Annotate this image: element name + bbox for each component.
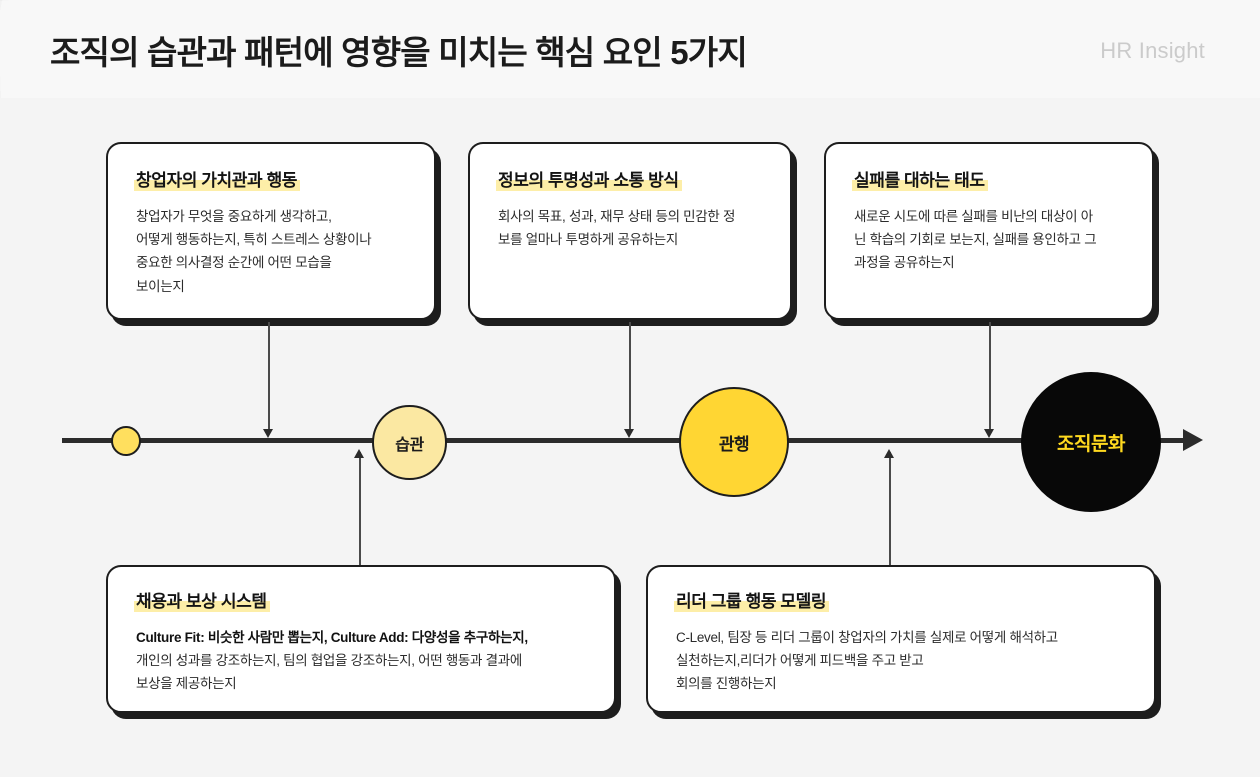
timeline-node-habit[interactable]: 습관 bbox=[372, 405, 447, 480]
card-body-line: 닌 학습의 기회로 보는지, 실패를 용인하고 그 bbox=[854, 232, 1097, 248]
card-body: 창업자가 무엇을 중요하게 생각하고, 어떻게 행동하는지, 특히 스트레스 상… bbox=[136, 205, 410, 298]
card-title: 리더 그룹 행동 모델링 bbox=[673, 587, 830, 612]
card-body-line: 어떻게 행동하는지, 특히 스트레스 상황이나 bbox=[136, 232, 372, 248]
arrow-down-icon bbox=[984, 429, 994, 438]
card-body-line: 보이는지 bbox=[136, 278, 185, 294]
card-body-line: Culture Fit: 비슷한 사람만 뽑는지, Culture Add: 다… bbox=[136, 630, 528, 645]
card-body-line: 개인의 성과를 강조하는지, 팀의 협업을 강조하는지, 어떤 행동과 결과에 bbox=[136, 653, 522, 669]
card-founder-values[interactable]: 창업자의 가치관과 행동 창업자가 무엇을 중요하게 생각하고, 어떻게 행동하… bbox=[106, 142, 436, 320]
page-header: 조직의 습관과 패턴에 영향을 미치는 핵심 요인 5가지 HR Insight bbox=[0, 0, 1260, 98]
card-body-line: 새로운 시도에 따른 실패를 비난의 대상이 아 bbox=[854, 209, 1093, 224]
arrow-up-icon bbox=[354, 449, 364, 458]
connector-transparency-to-timeline bbox=[629, 322, 631, 430]
connector-founder-to-timeline bbox=[268, 322, 270, 430]
card-title: 창업자의 가치관과 행동 bbox=[133, 166, 301, 191]
card-attitude-toward-failure[interactable]: 실패를 대하는 태도 새로운 시도에 따른 실패를 비난의 대상이 아 닌 학습… bbox=[824, 142, 1154, 320]
card-body: 새로운 시도에 따른 실패를 비난의 대상이 아 닌 학습의 기회로 보는지, … bbox=[854, 205, 1128, 275]
card-title: 정보의 투명성과 소통 방식 bbox=[496, 166, 682, 191]
card-body-line: 보상을 제공하는지 bbox=[136, 676, 237, 692]
timeline-arrowhead-icon bbox=[1183, 429, 1203, 451]
card-body: Culture Fit: 비슷한 사람만 뽑는지, Culture Add: 다… bbox=[136, 626, 590, 696]
arrow-down-icon bbox=[263, 429, 273, 438]
page-title: 조직의 습관과 패턴에 영향을 미치는 핵심 요인 5가지 bbox=[50, 34, 748, 71]
timeline-axis bbox=[62, 438, 1195, 443]
card-body-line: 보를 얼마나 투명하게 공유하는지 bbox=[498, 232, 679, 248]
card-hiring-and-compensation[interactable]: 채용과 보상 시스템 Culture Fit: 비슷한 사람만 뽑는지, Cul… bbox=[106, 565, 616, 713]
card-body-line: 회의를 진행하는지 bbox=[676, 676, 777, 692]
arrow-up-icon bbox=[884, 449, 894, 458]
card-leader-behavior-modeling[interactable]: 리더 그룹 행동 모델링 C-Level, 팀장 등 리더 그룹이 창업자의 가… bbox=[646, 565, 1156, 713]
timeline-node-start[interactable] bbox=[111, 426, 141, 456]
card-body: C-Level, 팀장 등 리더 그룹이 창업자의 가치를 실제로 어떻게 해석… bbox=[676, 626, 1130, 696]
card-body-line: 과정을 공유하는지 bbox=[854, 255, 955, 271]
card-body: 회사의 목표, 성과, 재무 상태 등의 민감한 정 보를 얼마나 투명하게 공… bbox=[498, 205, 766, 251]
brand-label: HR Insight bbox=[1100, 38, 1205, 63]
card-information-transparency[interactable]: 정보의 투명성과 소통 방식 회사의 목표, 성과, 재무 상태 등의 민감한 … bbox=[468, 142, 792, 320]
connector-leader-to-timeline bbox=[889, 452, 891, 565]
card-body-line: 중요한 의사결정 순간에 어떤 모습을 bbox=[136, 255, 332, 271]
arrow-down-icon bbox=[624, 429, 634, 438]
timeline-node-organizational-culture[interactable]: 조직문화 bbox=[1021, 372, 1161, 512]
connector-failure-to-timeline bbox=[989, 322, 991, 430]
timeline-node-practice[interactable]: 관행 bbox=[679, 387, 789, 497]
card-title: 실패를 대하는 태도 bbox=[852, 166, 988, 191]
card-title: 채용과 보상 시스템 bbox=[134, 587, 270, 612]
card-body-line: C-Level, 팀장 등 리더 그룹이 창업자의 가치를 실제로 어떻게 해석… bbox=[676, 630, 1058, 645]
connector-hiring-to-timeline bbox=[359, 452, 361, 565]
card-body-line: 실천하는지,리더가 어떻게 피드백을 주고 받고 bbox=[676, 653, 924, 669]
card-body-line: 창업자가 무엇을 중요하게 생각하고, bbox=[136, 209, 332, 224]
card-body-line: 회사의 목표, 성과, 재무 상태 등의 민감한 정 bbox=[498, 209, 736, 224]
